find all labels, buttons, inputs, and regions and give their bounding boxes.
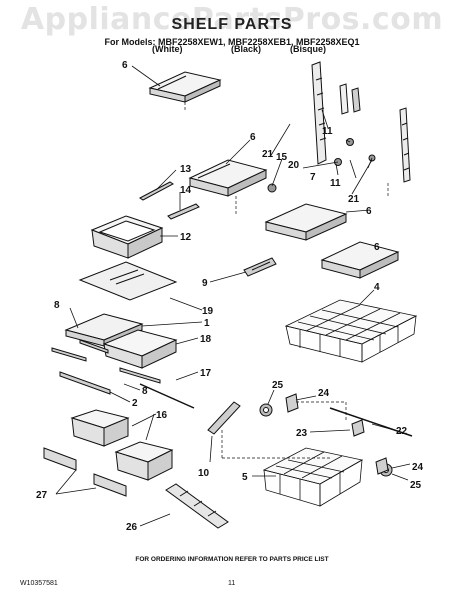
callout-6: 6 bbox=[122, 60, 128, 71]
basket-bracket-upper bbox=[243, 257, 277, 277]
leader-lines bbox=[55, 65, 411, 527]
shelf-top-left bbox=[148, 71, 222, 103]
callout-2: 2 bbox=[132, 398, 138, 409]
finish-white: (White) bbox=[152, 44, 183, 54]
shelf-rail-left bbox=[311, 61, 327, 165]
callout-7: 7 bbox=[310, 172, 316, 183]
callout-18: 18 bbox=[200, 334, 212, 345]
callout-11: 11 bbox=[330, 178, 341, 189]
callout-8: 8 bbox=[54, 300, 60, 311]
callout-6: 6 bbox=[366, 206, 372, 217]
basket-bracket-lower bbox=[207, 401, 241, 435]
assembly-guide-lines bbox=[184, 102, 389, 459]
callout-15: 15 bbox=[276, 152, 288, 163]
door-bin-lower bbox=[114, 441, 174, 481]
deli-slide-rails bbox=[51, 339, 195, 409]
rail-bracket-top bbox=[339, 83, 361, 115]
callout-10: 10 bbox=[198, 468, 210, 479]
model-list: For Models: MBF2258XEW1, MBF2258XEB1, MB… bbox=[104, 37, 360, 47]
callout-6: 6 bbox=[250, 132, 256, 143]
callout-17: 17 bbox=[200, 368, 212, 379]
callout-24: 24 bbox=[412, 462, 424, 473]
callout-22: 22 bbox=[396, 426, 408, 437]
page-number: 11 bbox=[228, 580, 236, 587]
callout-19: 19 bbox=[202, 306, 214, 317]
callout-9: 9 bbox=[202, 278, 208, 289]
callout-8: 8 bbox=[142, 386, 148, 397]
ordering-note: FOR ORDERING INFORMATION REFER TO PARTS … bbox=[135, 556, 329, 563]
glass-shelf bbox=[78, 261, 178, 301]
callout-24: 24 bbox=[318, 388, 330, 399]
roller-parts bbox=[259, 393, 393, 477]
callout-labels: 6 6 6 6 11 11 21 21 15 20 7 13 14 12 9 4… bbox=[36, 60, 424, 533]
callout-25: 25 bbox=[410, 480, 422, 491]
wire-basket-lower bbox=[262, 447, 364, 507]
shelf-middle bbox=[188, 159, 268, 197]
callout-11: 11 bbox=[322, 126, 333, 137]
screw-parts bbox=[267, 138, 376, 193]
shelf-rail-right bbox=[399, 107, 411, 183]
callout-13: 13 bbox=[180, 164, 192, 175]
callout-20: 20 bbox=[288, 160, 300, 171]
basket-slide-rod bbox=[329, 407, 413, 437]
finish-black: (Black) bbox=[231, 44, 262, 54]
callout-5: 5 bbox=[242, 472, 248, 483]
callout-4: 4 bbox=[374, 282, 380, 293]
bin-front-covers bbox=[43, 447, 127, 497]
callout-27: 27 bbox=[36, 490, 48, 501]
callout-23: 23 bbox=[296, 428, 308, 439]
document-number: W10357581 bbox=[20, 580, 58, 587]
deli-drawer bbox=[102, 329, 178, 369]
callout-21: 21 bbox=[348, 194, 360, 205]
shelf-right-lower bbox=[320, 241, 400, 279]
finish-bisque: (Bisque) bbox=[290, 44, 326, 54]
callout-21: 21 bbox=[262, 149, 274, 160]
callout-12: 12 bbox=[180, 232, 192, 243]
callout-1: 1 bbox=[204, 318, 210, 329]
callout-25: 25 bbox=[272, 380, 284, 391]
callout-6: 6 bbox=[374, 242, 380, 253]
basket-rail-cover bbox=[165, 483, 229, 529]
callout-26: 26 bbox=[126, 522, 138, 533]
callout-16: 16 bbox=[156, 410, 168, 421]
header: SHELF PARTS For Models: MBF2258XEW1, MBF… bbox=[0, 16, 464, 48]
door-bin-upper bbox=[70, 409, 130, 447]
page-title: SHELF PARTS bbox=[171, 16, 293, 33]
crisper-slide-parts bbox=[139, 181, 200, 220]
watermark: AppliancePartsPros.com bbox=[20, 2, 444, 37]
crisper-drawer bbox=[90, 215, 164, 259]
shelf-right-upper bbox=[264, 203, 348, 241]
callout-14: 14 bbox=[180, 185, 192, 196]
wire-basket-upper bbox=[284, 299, 418, 363]
